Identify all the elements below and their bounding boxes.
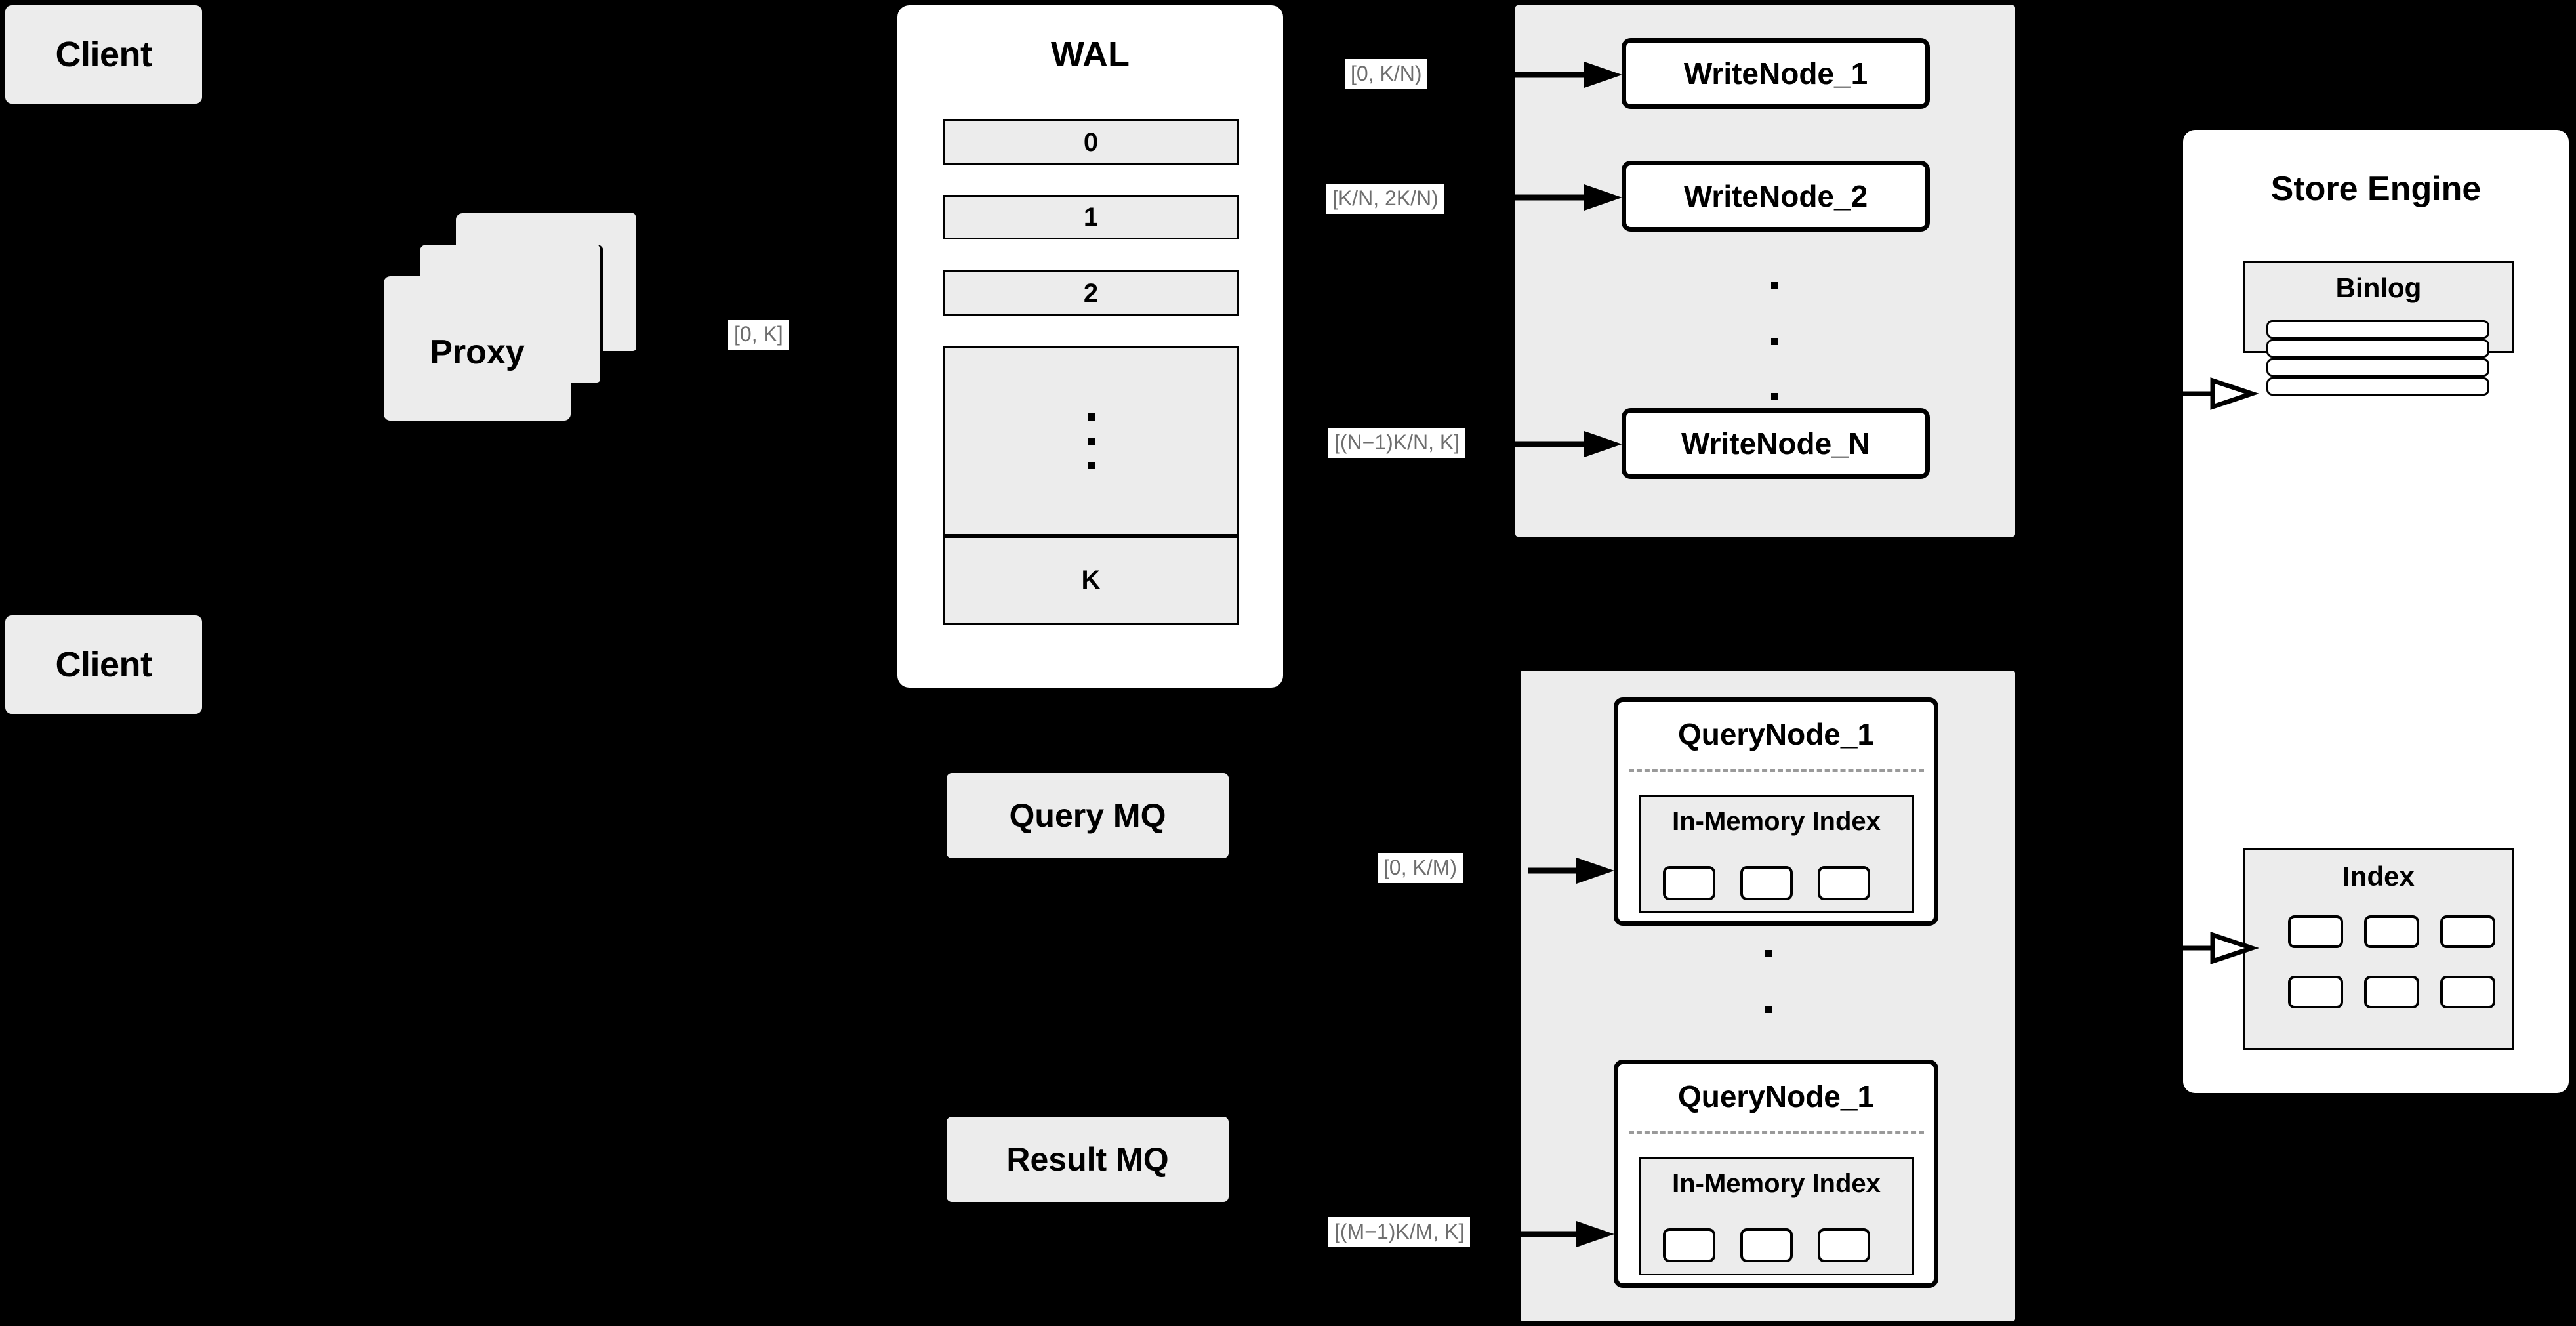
write-dot-2 — [1770, 337, 1778, 345]
query-node-m-label: QueryNode_1 — [1677, 1079, 1875, 1113]
query-node-1-divider — [1629, 769, 1924, 772]
query-node-m-segment-3 — [1818, 1228, 1870, 1262]
wal-row-ellipsis — [943, 346, 1239, 536]
wal-dot-2 — [1087, 437, 1095, 445]
query-node-1-segment-1 — [1663, 866, 1715, 900]
arrow-mq-to-query-1 — [1528, 858, 1614, 884]
edge-label-wal-to-write-1: [0, K/N) — [1345, 59, 1428, 89]
wal-row-2: 2 — [943, 270, 1239, 316]
index-title: Index — [2342, 861, 2415, 892]
wal-ellipsis-dots — [945, 348, 1237, 534]
index-cell-1 — [2288, 915, 2343, 948]
proxy-label: Proxy — [430, 333, 525, 371]
arrow-wal-to-write-1 — [1463, 62, 1622, 88]
arrow-wal-to-write-n — [1515, 431, 1622, 457]
query-node-1-index-label: In-Memory Index — [1672, 807, 1881, 836]
query-node-m-divider — [1629, 1131, 1924, 1134]
client-label-2: Client — [55, 645, 152, 684]
wal-row-k: K — [943, 536, 1239, 625]
write-node-1-label: WriteNode_1 — [1683, 56, 1868, 91]
binlog-title-front: Binlog — [2335, 272, 2422, 303]
write-node-n-label: WriteNode_N — [1681, 426, 1870, 461]
wal-row-0: 0 — [943, 119, 1239, 165]
index-cell-3 — [2440, 915, 2495, 948]
index-cell-2 — [2364, 915, 2419, 948]
wal-dot-1 — [1087, 413, 1095, 421]
write-node-2-label: WriteNode_2 — [1683, 179, 1868, 213]
wal-row-1: 1 — [943, 195, 1239, 239]
proxy-stack[interactable]: Proxy — [384, 213, 672, 423]
client-box-1[interactable]: Client — [5, 5, 202, 104]
edge-label-proxy-to-wal: [0, K] — [728, 320, 789, 350]
client-label-1: Client — [55, 35, 152, 74]
wal-title: WAL — [1051, 35, 1130, 74]
write-node-1[interactable]: WriteNode_1 — [1622, 38, 1930, 109]
query-node-1-segment-3 — [1818, 866, 1870, 900]
arrow-to-index — [2181, 932, 2260, 964]
write-dot-1 — [1770, 282, 1778, 289]
index-cell-4 — [2288, 976, 2343, 1008]
query-node-m-segment-1 — [1663, 1228, 1715, 1262]
binlog-row-1 — [2266, 320, 2489, 339]
proxy-card-front — [384, 276, 571, 421]
client-box-2[interactable]: Client — [5, 615, 202, 714]
arrow-wal-to-write-2 — [1509, 184, 1622, 211]
edge-label-wal-to-write-n: [(N−1)K/N, K] — [1328, 428, 1466, 458]
index-cell-5 — [2364, 976, 2419, 1008]
query-node-m-index-label: In-Memory Index — [1672, 1169, 1881, 1198]
query-cluster-ellipsis — [1742, 950, 1794, 1068]
result-mq-box[interactable]: Result MQ — [947, 1117, 1229, 1202]
write-cluster-ellipsis — [1748, 282, 1801, 400]
write-dot-3 — [1770, 393, 1778, 400]
binlog-row-3 — [2266, 358, 2489, 377]
edge-label-mq-to-query-m: [(M−1)K/M, K] — [1328, 1217, 1471, 1247]
edge-label-wal-to-write-2: [K/N, 2K/N) — [1326, 184, 1444, 214]
index-cell-6 — [2440, 976, 2495, 1008]
arrow-mq-to-query-m — [1515, 1221, 1614, 1247]
binlog-row-4 — [2266, 377, 2489, 396]
connector-proxy-to-wal — [656, 341, 905, 354]
binlog-title: Binlog — [2335, 272, 2422, 303]
query-mq-box[interactable]: Query MQ — [947, 773, 1229, 858]
binlog-row-2 — [2266, 339, 2489, 358]
query-node-1-label: QueryNode_1 — [1677, 717, 1875, 751]
result-mq-label: Result MQ — [1006, 1141, 1169, 1178]
write-node-n[interactable]: WriteNode_N — [1622, 408, 1930, 479]
index-panel — [2243, 848, 2514, 1050]
arrow-to-binlog — [2181, 377, 2260, 410]
store-engine-title: Store Engine — [2270, 170, 2482, 208]
edge-label-mq-to-query-1: [0, K/M) — [1378, 853, 1463, 883]
query-mq-label: Query MQ — [1009, 797, 1166, 834]
query-node-m-segment-2 — [1740, 1228, 1793, 1262]
query-dot-2 — [1764, 1005, 1772, 1013]
query-dot-1 — [1764, 950, 1772, 957]
query-node-1-segment-2 — [1740, 866, 1793, 900]
wal-dot-3 — [1087, 461, 1095, 469]
write-node-2[interactable]: WriteNode_2 — [1622, 161, 1930, 232]
